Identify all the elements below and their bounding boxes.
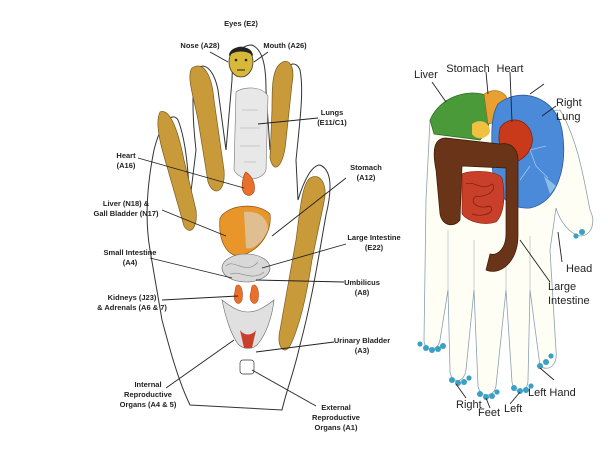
small-intestine-reflex-area-right [461, 171, 505, 224]
toe-tip-markers [417, 229, 585, 400]
left-pinky-ochre [278, 176, 326, 351]
head-face-icon [228, 46, 254, 78]
right-hand-diagram: Liver Stomach Heart Right Lung Head Larg… [414, 63, 594, 419]
label-urinary-bladder: Urinary Bladder [334, 336, 390, 345]
label-small-intestine-code: (A4) [123, 258, 138, 267]
large-intestine-reflex-area-right [433, 137, 519, 272]
label-umbilicus-code: (A8) [355, 288, 370, 297]
label-eyes: Eyes (E2) [224, 19, 258, 28]
label-nose: Nose (A28) [180, 41, 220, 50]
left-index-ochre [189, 65, 225, 192]
label-small-intestine: Small Intestine [104, 248, 157, 257]
label-heart: Heart [116, 151, 136, 160]
label-right-lung-right-2: Lung [556, 111, 580, 123]
kidney-reflex-area [233, 284, 259, 304]
left-thumb-ochre [157, 111, 197, 231]
label-stomach-right: Stomach [446, 63, 489, 75]
label-external-reproductive-2: Reproductive [312, 413, 360, 422]
label-liver-right: Liver [414, 69, 438, 81]
label-kidneys: Kidneys (J23) [108, 293, 157, 302]
label-stomach: Stomach [350, 163, 382, 172]
left-ring-ochre [269, 61, 294, 168]
label-urinary-bladder-code: (A3) [355, 346, 370, 355]
label-lungs: Lungs [321, 108, 344, 117]
label-internal-reproductive-code: Organs (A4 & 5) [120, 400, 177, 409]
label-large-intestine-code: (E22) [365, 243, 384, 252]
label-right-right: Right [456, 399, 482, 411]
label-internal-reproductive-2: Reproductive [124, 390, 172, 399]
label-stomach-code: (A12) [357, 173, 376, 182]
label-heart-right: Heart [497, 63, 524, 75]
label-umbilicus: Umbilicus [344, 278, 380, 287]
label-right-lung-right: Right [556, 97, 582, 109]
intestine-reflex-area [221, 253, 271, 283]
label-mouth: Mouth (A26) [263, 41, 307, 50]
pelvis-reflex-area [221, 299, 275, 349]
label-left-right: Left [504, 403, 522, 415]
label-large-intestine: Large Intestine [347, 233, 400, 242]
label-large-intestine-right-2: Intestine [548, 295, 590, 307]
label-gallbladder: Gall Bladder (N17) [93, 209, 159, 218]
label-head-right: Head [566, 263, 592, 275]
label-lungs-code: (E11/C1) [317, 118, 347, 127]
label-external-reproductive-code: Organs (A1) [315, 423, 358, 432]
label-large-intestine-right: Large [548, 281, 576, 293]
label-internal-reproductive: Internal [134, 380, 161, 389]
label-feet-right: Feet [478, 407, 500, 419]
label-external-reproductive: External [321, 403, 351, 412]
label-liver: Liver (N18) & [103, 199, 150, 208]
heart-reflex-area [241, 171, 255, 196]
label-heart-code: (A16) [117, 161, 136, 170]
left-hand-diagram: Eyes (E2) Nose (A28) Mouth (A26) Lungs (… [93, 19, 400, 432]
label-left-hand-right: Left Hand [528, 387, 576, 399]
label-adrenals: & Adrenals (A6 & 7) [97, 303, 167, 312]
lung-reflex-area [233, 87, 269, 180]
